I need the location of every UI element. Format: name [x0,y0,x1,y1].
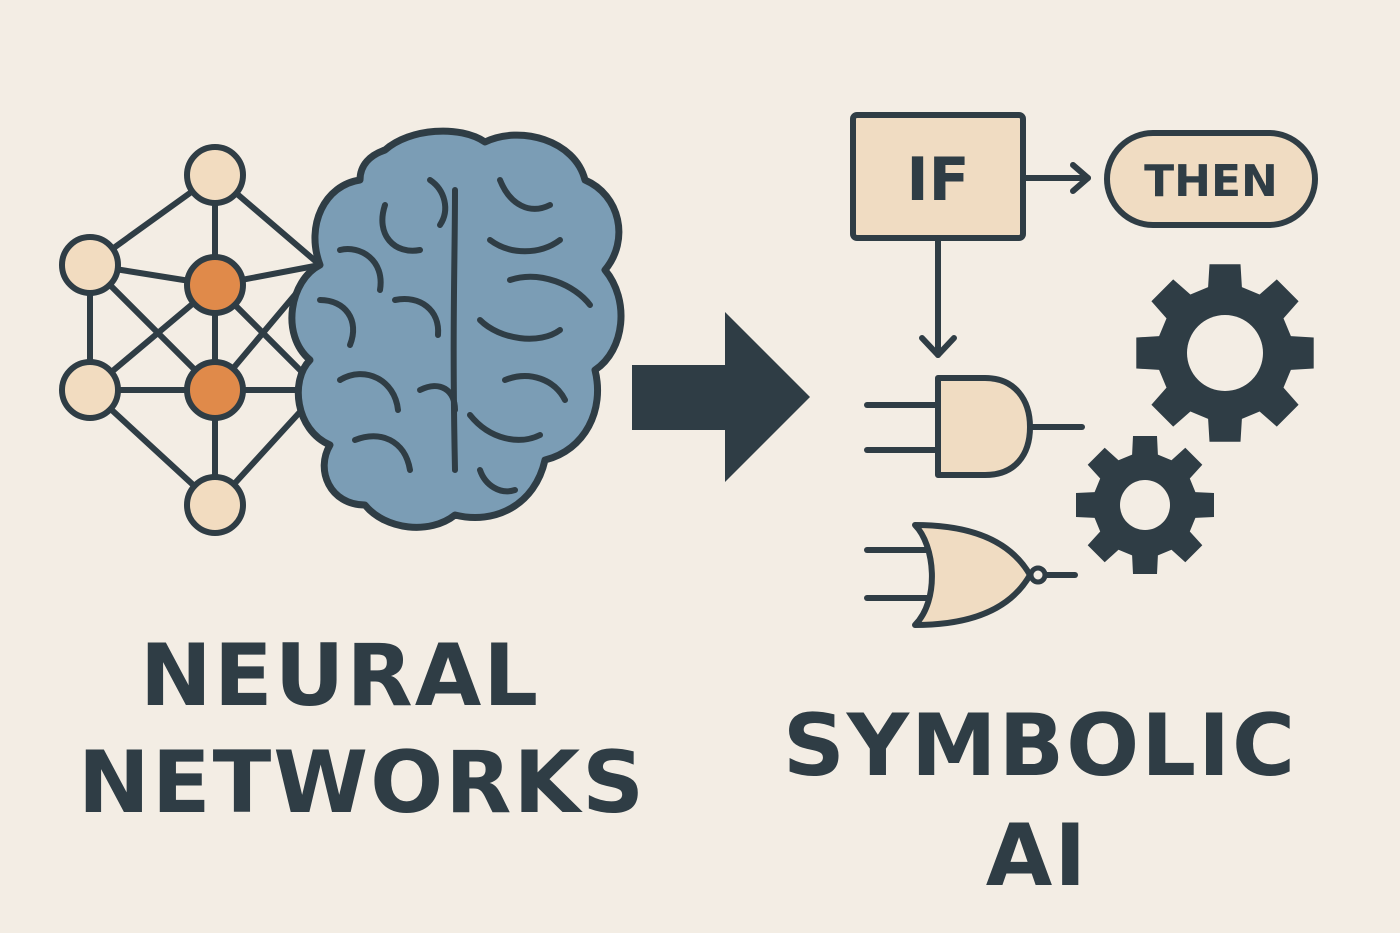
nor-gate-icon [864,522,1078,628]
then-label: THEN [1144,156,1278,207]
neural-label-line1: NEURAL [140,626,540,726]
symbolic-label-line1: SYMBOLIC [783,696,1297,796]
if-label: IF [906,145,969,215]
neural-label-line2: NETWORKS [78,733,646,833]
right-arrow-icon [632,312,810,482]
if-block: IF [850,112,1026,241]
network-edges [87,172,323,508]
gear-hole [1187,315,1263,391]
if-gate-connector [919,235,957,358]
network-node [184,144,246,206]
gear-icon [1076,436,1214,574]
network-nodes [59,144,246,536]
gear-hole [1120,480,1170,530]
brain-folds [317,177,593,495]
network-node-active [184,359,246,421]
symbolic-label-line2: AI [986,806,1089,906]
network-node [59,234,121,296]
neural-network-icon [59,144,323,536]
network-node-active [184,254,246,316]
brain-icon [288,127,625,531]
network-node [59,359,121,421]
then-block: THEN [1104,130,1318,228]
gear-icon [1136,264,1314,442]
if-then-connector [1020,162,1091,194]
network-node [184,474,246,536]
and-gate-icon [864,375,1085,478]
